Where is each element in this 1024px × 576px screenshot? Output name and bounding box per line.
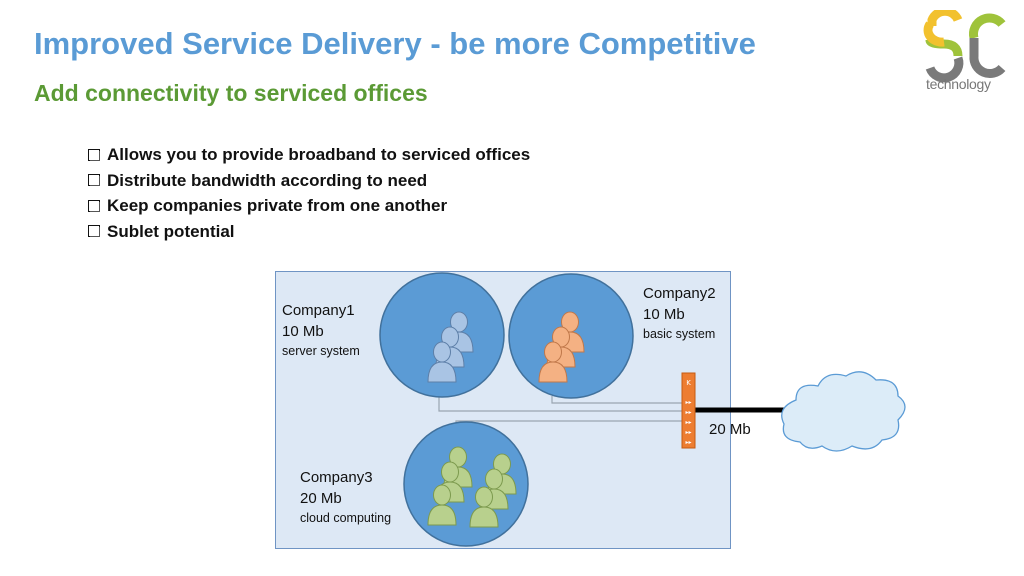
checkbox-icon [88, 225, 100, 238]
logo-text: technology [926, 76, 991, 92]
svg-text:▸▸: ▸▸ [685, 409, 691, 416]
svg-text:▸▸: ▸▸ [685, 419, 691, 426]
slide-title: Improved Service Delivery - be more Comp… [34, 26, 756, 61]
sc-logo [923, 10, 1006, 83]
bullet-item: Sublet potential [88, 219, 530, 245]
company1-label: Company1 10 Mb server system [282, 302, 360, 358]
svg-text:▸▸: ▸▸ [685, 429, 691, 436]
checkbox-icon [88, 199, 100, 212]
bullet-list: Allows you to provide broadband to servi… [88, 142, 530, 244]
cloud-icon [781, 371, 906, 452]
bullet-item: Keep companies private from one another [88, 193, 530, 219]
bullet-item: Allows you to provide broadband to servi… [88, 142, 530, 168]
uplink-bandwidth-label: 20 Mb [709, 421, 751, 438]
link-company2 [551, 396, 686, 404]
slide-subtitle: Add connectivity to serviced offices [34, 80, 428, 106]
svg-text:▸▸: ▸▸ [685, 399, 691, 406]
bullet-item: Distribute bandwidth according to need [88, 168, 530, 194]
router-icon: K ▸▸ ▸▸ ▸▸ ▸▸ ▸▸ [681, 372, 696, 449]
checkbox-icon [88, 174, 100, 187]
checkbox-icon [88, 148, 100, 161]
company3-label: Company3 20 Mb cloud computing [300, 469, 392, 525]
svg-text:K: K [686, 379, 691, 387]
link-company1 [438, 396, 686, 412]
svg-text:▸▸: ▸▸ [685, 439, 691, 446]
company2-label: Company2 10 Mb basic system [643, 285, 716, 341]
